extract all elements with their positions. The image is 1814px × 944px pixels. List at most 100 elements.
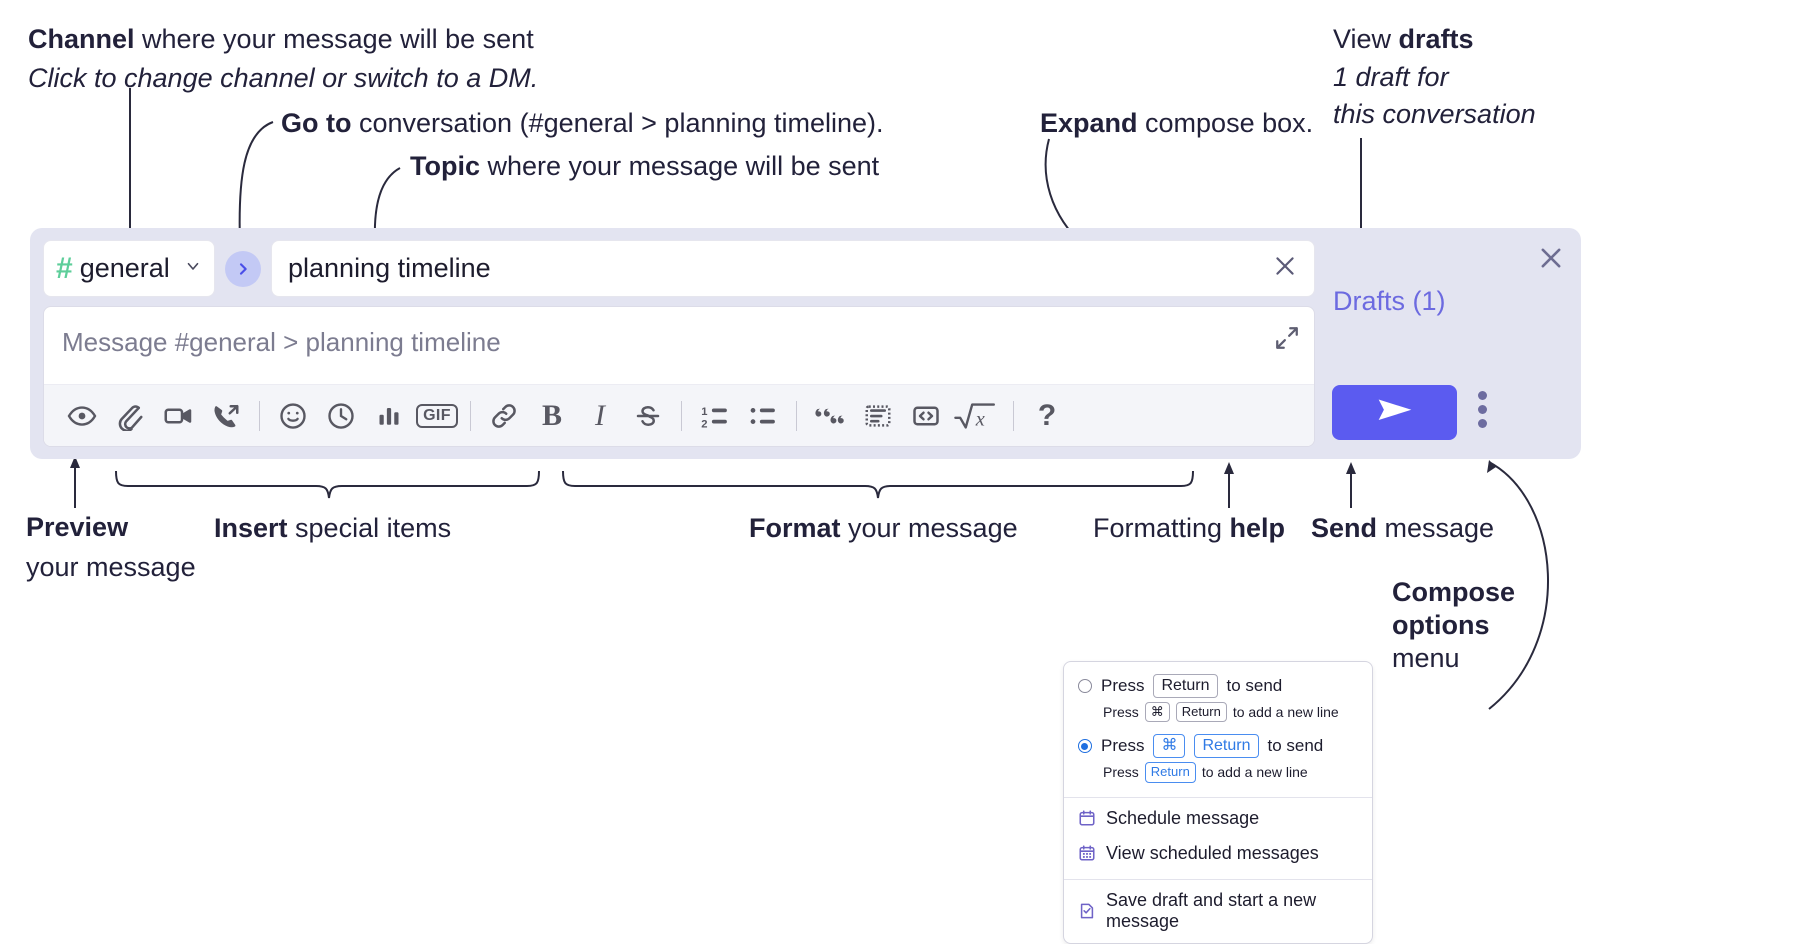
goto-conversation-button[interactable] [225, 250, 261, 287]
annotation-expand-rest: compose box. [1137, 108, 1314, 138]
annotation-format-rest: your message [840, 513, 1018, 543]
annotation-goto: Go to conversation (#general > planning … [281, 106, 884, 141]
toolbar-separator [796, 400, 797, 431]
strikethrough-icon[interactable] [624, 392, 672, 440]
annotation-expand: Expand compose box. [1040, 106, 1313, 141]
annotation-send: Send message [1311, 511, 1494, 546]
radio-selected-icon[interactable] [1078, 739, 1092, 754]
italic-icon[interactable]: I [576, 392, 624, 440]
latex-icon[interactable]: x [950, 392, 1004, 440]
help-label: ? [1037, 398, 1057, 432]
drafts-link[interactable]: Drafts (1) [1333, 286, 1446, 316]
menu-item-label: View scheduled messages [1106, 842, 1319, 863]
key-command: ⌘ [1153, 734, 1186, 759]
message-placeholder: Message #general > planning timeline [62, 327, 501, 357]
annotation-send-bold: Send [1311, 513, 1378, 543]
svg-text:2: 2 [701, 418, 707, 430]
bold-icon[interactable]: B [528, 392, 576, 440]
annotation-topic: Topic where your message will be sent [410, 149, 879, 184]
key-command: ⌘ [1144, 702, 1170, 723]
expand-compose-icon[interactable] [1274, 325, 1300, 356]
vertical-dots-icon [1478, 391, 1487, 400]
gif-label: GIF [416, 403, 458, 428]
preview-eye-icon[interactable] [58, 392, 106, 440]
toolbar-separator [681, 400, 682, 431]
emoji-smiley-icon[interactable] [269, 392, 317, 440]
close-compose-icon[interactable] [1537, 244, 1565, 277]
opt2-tail: to send [1267, 736, 1324, 756]
bulleted-list-icon[interactable] [739, 392, 787, 440]
blockquote-icon[interactable] [806, 392, 854, 440]
code-block-icon[interactable] [854, 392, 902, 440]
compose-inner: # general planning timeline Message #gen… [43, 240, 1315, 447]
send-option-cmd-return[interactable]: Press ⌘ Return to send [1064, 732, 1372, 760]
annotation-goto-bold: Go to [281, 108, 352, 138]
channel-selector[interactable]: # general [43, 240, 215, 297]
radio-unselected-icon[interactable] [1078, 679, 1092, 693]
annotation-channel-rest: where your message will be sent [134, 24, 534, 54]
key-return: Return [1194, 734, 1259, 759]
vertical-dots-icon [1478, 405, 1487, 414]
send-button[interactable] [1332, 385, 1457, 440]
annotation-channel-bold: Channel [28, 24, 135, 54]
compose-options-kebab[interactable] [1478, 391, 1487, 428]
formatting-help-icon[interactable]: ? [1023, 392, 1071, 440]
poll-bars-icon[interactable] [365, 392, 413, 440]
annotation-expand-bold: Expand [1040, 108, 1138, 138]
audio-call-icon[interactable] [202, 392, 250, 440]
clock-icon[interactable] [317, 392, 365, 440]
opt2sub-tail: to add a new line [1201, 764, 1308, 781]
svg-text:1: 1 [701, 405, 707, 417]
key-return: Return [1144, 762, 1196, 783]
video-camera-icon[interactable] [154, 392, 202, 440]
key-return: Return [1175, 702, 1227, 723]
hash-icon: # [56, 251, 73, 285]
annotation-drafts-bold: drafts [1398, 24, 1474, 54]
compose-options-menu: Press Return to send Press ⌘ Return to a… [1063, 661, 1373, 944]
topic-input[interactable]: planning timeline [271, 240, 1315, 297]
formatting-toolbar: GIF B I [44, 384, 1314, 446]
calendar-schedule-icon [1078, 809, 1096, 827]
vertical-dots-icon [1478, 419, 1487, 428]
menu-item-label: Schedule message [1106, 807, 1260, 828]
opt1sub-press: Press [1103, 704, 1139, 721]
inline-code-icon[interactable] [902, 392, 950, 440]
clear-topic-icon[interactable] [1272, 253, 1298, 284]
annotation-compose-options: Compose options menu [1392, 576, 1515, 675]
menu-item-view-scheduled-messages[interactable]: View scheduled messages [1064, 836, 1372, 871]
menu-item-schedule-message[interactable]: Schedule message [1064, 798, 1372, 836]
send-option-return[interactable]: Press Return to send [1064, 672, 1372, 700]
annotation-preview-sub: your message [26, 551, 196, 582]
opt1-press: Press [1101, 676, 1145, 695]
compose-panel: # general planning timeline Message #gen… [30, 228, 1581, 459]
gif-icon[interactable]: GIF [413, 392, 461, 440]
toolbar-separator [1013, 400, 1014, 431]
annotation-preview: Preview your message [26, 510, 196, 584]
message-input-box[interactable]: Message #general > planning timeline [43, 306, 1315, 447]
attachment-paperclip-icon[interactable] [106, 392, 154, 440]
annotation-channel: Channel where your message will be sent … [28, 22, 538, 95]
calendar-grid-icon [1078, 844, 1096, 862]
opt1-tail: to send [1226, 676, 1283, 695]
menu-divider [1064, 878, 1372, 880]
annotation-drafts: View drafts 1 draft for this conversatio… [1333, 22, 1536, 132]
menu-item-save-draft[interactable]: Save draft and start a new message [1064, 880, 1372, 943]
annotation-copts-bold1: Compose [1392, 577, 1516, 607]
annotation-channel-sub: Click to change channel or switch to a D… [28, 62, 539, 93]
annotation-preview-bold: Preview [26, 512, 129, 542]
annotation-format-bold: Format [749, 513, 841, 543]
channel-name: general [79, 253, 170, 283]
annotation-fhelp-lead: Formatting [1093, 513, 1230, 543]
send-option-cmd-return-hint: Press Return to add a new line [1064, 760, 1372, 788]
annotation-format: Format your message [749, 511, 1018, 546]
annotation-drafts-sub1: 1 draft for [1333, 61, 1449, 92]
topic-value: planning timeline [288, 253, 491, 283]
annotation-topic-rest: where your message will be sent [480, 151, 880, 181]
toolbar-separator [470, 400, 471, 431]
bold-label: B [541, 398, 562, 432]
annotation-copts-bold2: options [1392, 609, 1490, 640]
link-icon[interactable] [480, 392, 528, 440]
annotation-insert-bold: Insert [214, 513, 288, 543]
